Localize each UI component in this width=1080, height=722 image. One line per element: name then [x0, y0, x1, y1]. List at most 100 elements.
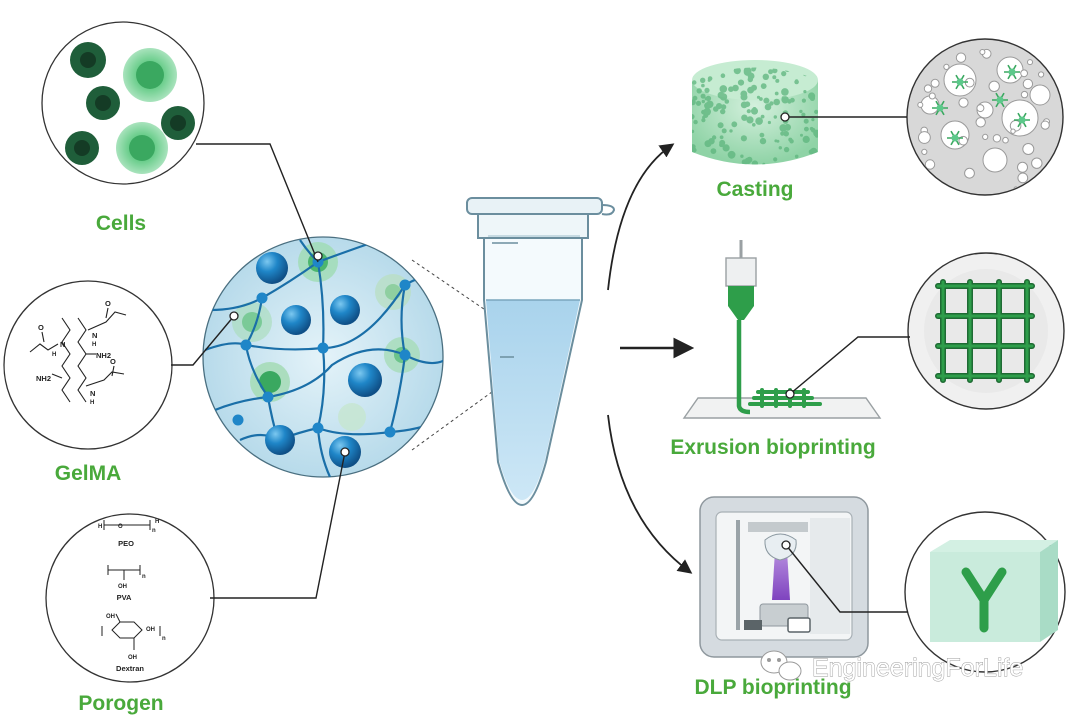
dextran-label: Dextran: [116, 664, 144, 673]
casting-pore: [809, 126, 814, 131]
casting-pore: [814, 133, 818, 138]
casting-pore: [704, 87, 710, 93]
casting-pore: [732, 84, 739, 92]
casting-zoom-pore: [921, 148, 928, 155]
casting-pore: [755, 117, 763, 125]
casting-zoom-pore: [964, 167, 975, 179]
casting-pore: [719, 85, 728, 93]
casting-pore: [759, 97, 763, 101]
casting-pore: [778, 146, 782, 150]
casting-pore: [704, 140, 712, 148]
extrusion-zoom-circle: [907, 252, 1065, 410]
casting-zoom-pore: [1020, 69, 1028, 78]
casting-zoom-pore: [924, 159, 936, 170]
casting-zoom-pore: [1017, 161, 1028, 173]
casting-pore: [741, 159, 748, 165]
gelma-n2: N: [60, 340, 65, 349]
gelma-circle: N H O N H O NH2 NH2 N H O: [3, 280, 173, 450]
casting-pore: [701, 83, 705, 88]
peo-h: H: [98, 524, 102, 530]
casting-pore: [720, 73, 726, 78]
casting-pore: [747, 86, 754, 94]
casting-pore: [710, 148, 717, 155]
casting-pore: [748, 157, 752, 161]
casting-pore: [808, 92, 816, 100]
casting-zoom-pore: [920, 95, 940, 115]
label-porogen: Porogen: [78, 692, 163, 715]
casting-pore: [692, 114, 695, 120]
casting-zoom-pore: [1050, 48, 1062, 61]
casting-pore: [740, 101, 748, 109]
casting-pore: [762, 162, 766, 165]
casting-zoom-pore: [955, 52, 967, 63]
gelma-h1: H: [92, 342, 96, 348]
casting-zoom-pore: [1044, 53, 1052, 60]
label-extrusion: Exrusion bioprinting: [670, 436, 875, 459]
casting-pore: [788, 137, 793, 142]
casting-pore: [700, 93, 706, 99]
casting-pore: [719, 139, 726, 146]
casting-zoom-pore: [930, 78, 940, 88]
casting-pore: [692, 147, 697, 153]
casting-zoom-pore: [1022, 78, 1034, 90]
casting-pore: [816, 62, 819, 65]
casting-pore: [720, 104, 727, 110]
casting-pore: [773, 157, 778, 162]
gelma-nh2-2: NH2: [36, 374, 51, 383]
casting-pore: [700, 77, 706, 84]
gelma-h3: H: [90, 400, 94, 406]
casting-zoom-pore: [982, 147, 1008, 173]
casting-pore: [701, 109, 706, 115]
gelma-o2: O: [38, 323, 44, 332]
dlp-printer: [699, 496, 869, 658]
casting-zoom-pore: [1027, 59, 1033, 66]
casting-pore: [707, 76, 713, 81]
casting-zoom-pore: [958, 97, 969, 108]
casting-pore: [773, 115, 777, 119]
label-casting: Casting: [716, 178, 793, 201]
casting-pore: [700, 62, 706, 68]
casting-pore: [809, 60, 814, 65]
pva-oh: OH: [118, 584, 127, 590]
casting-pore: [794, 79, 799, 85]
casting-pore: [768, 69, 774, 75]
casting-pore: [746, 116, 754, 124]
casting-pore: [718, 104, 722, 108]
casting-zoom-pore: [979, 49, 986, 55]
gelma-n3: N: [90, 389, 95, 398]
casting-pore: [746, 167, 753, 174]
casting-pore: [801, 98, 807, 103]
embedded-cell-icon: [952, 74, 968, 90]
connector-dot-extrusion: [785, 389, 795, 399]
connector-dot-casting: [780, 112, 790, 122]
connector-lines-left: [171, 143, 346, 599]
casting-pore: [812, 160, 816, 165]
casting-pore: [699, 157, 705, 164]
porogen-circle: H O n H PEO OH n PVA OH OH OH n Dextran: [45, 513, 215, 683]
casting-pore: [692, 95, 698, 101]
casting-pore: [799, 109, 803, 114]
casting-pore: [740, 135, 748, 142]
label-cells: Cells: [96, 212, 146, 235]
label-dlp: DLP bioprinting: [694, 676, 851, 699]
casting-pore: [740, 93, 748, 101]
embedded-cell-icon: [947, 130, 963, 146]
casting-pore: [701, 118, 706, 123]
casting-pore: [732, 168, 739, 175]
casting-zoom-pore: [928, 92, 936, 100]
casting-pore: [801, 166, 806, 171]
peo-o: O: [118, 524, 123, 530]
embedded-cell-icon: [932, 100, 948, 116]
watermark: EngineeringForLife: [760, 650, 1024, 682]
casting-pore: [756, 95, 761, 99]
casting-zoom-pore: [1010, 128, 1016, 134]
casting-pore: [724, 99, 730, 104]
casting-pore: [800, 133, 803, 137]
connector-dot-dlp: [781, 540, 791, 550]
casting-zoom-pore: [908, 67, 916, 78]
casting-pore: [810, 162, 818, 165]
casting-zoom-pore: [918, 131, 931, 144]
casting-pore: [733, 67, 741, 75]
casting-zoom-pore: [1002, 136, 1009, 144]
